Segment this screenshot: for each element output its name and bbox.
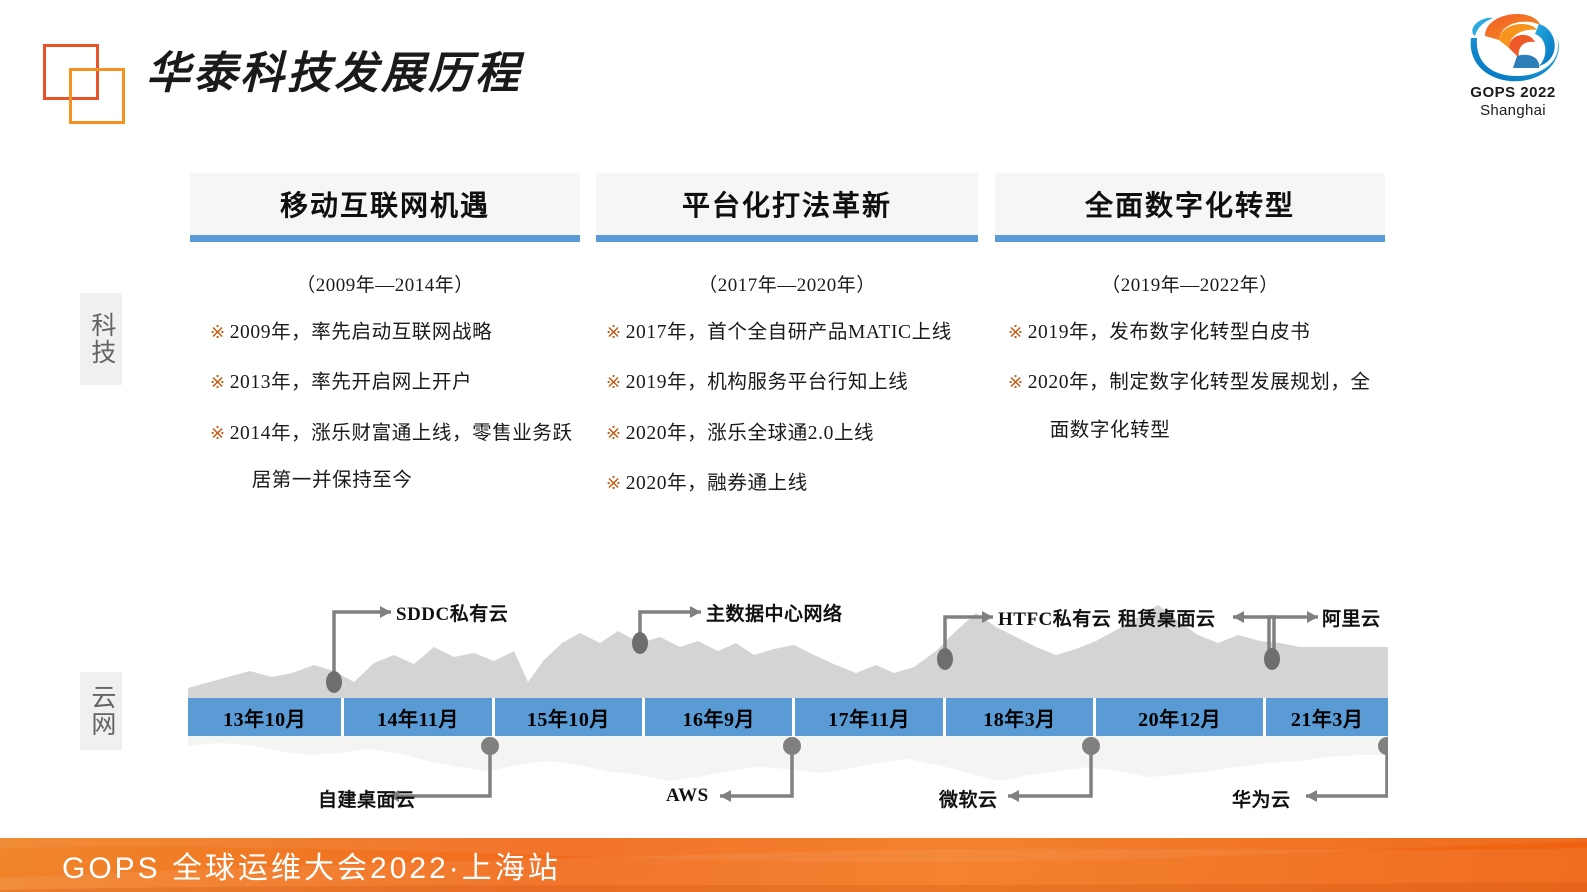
column-title: 移动互联网机遇 <box>190 173 580 235</box>
bullet-mark-icon: ※ <box>606 322 622 342</box>
annotation-azure: 微软云 <box>939 790 998 811</box>
bullet-mark-icon: ※ <box>1008 372 1024 393</box>
bullet-mark-icon: ※ <box>210 422 226 443</box>
timeline-bar[interactable]: 15年10月 <box>494 698 646 736</box>
annotation-aliyun: 阿里云 <box>1322 609 1381 630</box>
column-period: （2017年—2020年） <box>698 275 876 296</box>
footer-bar: GOPS 全球运维大会2022·上海站 <box>0 838 1587 892</box>
row-label-cloud-text: 云网 <box>87 684 115 738</box>
column-digital-transformation: 全面数字化转型 （2019年—2022年） ※ 2019年，发布数字化转型白皮书… <box>995 173 1385 467</box>
annotation-aws: AWS <box>666 785 709 806</box>
footer-wave-decoration <box>0 838 1587 892</box>
column-period: （2009年—2014年） <box>296 275 474 296</box>
row-label-cloud: 云网 <box>80 672 122 750</box>
connector-lease-and-aliyun <box>1233 611 1318 670</box>
timeline-bar[interactable]: 18年3月 <box>945 698 1097 736</box>
bullet-mark-icon: ※ <box>606 422 622 443</box>
list-item: ※ 2020年，制定数字化转型发展规划，全 面数字化转型 <box>1008 369 1385 445</box>
gops-logo: GOPS 2022 Shanghai <box>1451 4 1575 122</box>
annotation-main-dc: 主数据中心网络 <box>706 604 843 625</box>
overlapping-squares-icon <box>43 44 125 124</box>
page-title: 华泰科技发展历程 <box>146 49 522 98</box>
column-platform-innovation: 平台化打法革新 （2017年—2020年） ※ 2017年，首个全自研产品MAT… <box>596 173 978 520</box>
column-accent-rule <box>190 235 580 242</box>
row-label-tech-text: 科技 <box>87 312 115 366</box>
footer-text: GOPS 全球运维大会2022·上海站 <box>62 852 561 885</box>
annotation-htfc: HTFC私有云 <box>998 609 1112 630</box>
bullet-text: 2020年，涨乐全球通2.0上线 <box>625 422 875 444</box>
timeline-bar[interactable]: 13年10月 <box>188 698 345 736</box>
row-label-tech: 科技 <box>80 293 122 385</box>
connector-htfc <box>937 611 993 670</box>
annotation-lease-desktop: 租赁桌面云 <box>1118 609 1216 630</box>
list-item: ※ 2017年，首个全自研产品MATIC上线 <box>606 319 978 347</box>
bullet-text: 2009年，率先启动互联网战略 <box>229 322 493 343</box>
timeline-bar[interactable]: 21年3月 <box>1266 698 1388 736</box>
bullet-mark-icon: ※ <box>210 372 226 393</box>
bullet-mark-icon: ※ <box>1008 322 1024 342</box>
gops-swirl-icon <box>1470 13 1559 82</box>
connector-selfbuilt-desktop <box>388 737 499 802</box>
gops-logo-line2: Shanghai <box>1480 102 1546 119</box>
square-orange-icon <box>69 68 125 124</box>
bullet-mark-icon: ※ <box>606 372 622 393</box>
list-item: ※ 2014年，涨乐财富通上线，零售业务跃 居第一并保持至今 <box>210 420 580 496</box>
cloud-timeline-chart: 13年10月 14年11月 15年10月 16年9月 17年11月 18年3月 … <box>188 585 1388 815</box>
mountain-area-upper <box>188 605 1388 698</box>
bullet-text: 2020年，融券通上线 <box>625 472 808 494</box>
bullet-text: 2013年，率先开启网上开户 <box>229 372 473 394</box>
timeline-bar-track: 13年10月 14年11月 15年10月 16年9月 17年11月 18年3月 … <box>188 698 1388 736</box>
bullet-text: 2019年，发布数字化转型白皮书 <box>1027 322 1311 343</box>
annotation-huawei: 华为云 <box>1232 790 1291 811</box>
column-bullet-list: ※ 2017年，首个全自研产品MATIC上线 ※ 2019年，机构服务平台行知上… <box>596 319 978 498</box>
connector-main-dc <box>632 606 701 654</box>
bullet-text: 2014年，涨乐财富通上线，零售业务跃 <box>229 422 573 444</box>
list-item: ※ 2013年，率先开启网上开户 <box>210 369 580 397</box>
column-mobile-internet: 移动互联网机遇 （2009年—2014年） ※ 2009年，率先启动互联网战略 … <box>190 173 580 517</box>
connector-huawei <box>1306 737 1388 802</box>
list-item: ※ 2009年，率先启动互联网战略 <box>210 319 580 347</box>
annotation-sddc: SDDC私有云 <box>396 604 509 625</box>
bullet-mark-icon: ※ <box>606 472 622 493</box>
bullet-text-line2: 居第一并保持至今 <box>251 469 413 491</box>
timeline-graphics <box>188 605 1388 802</box>
column-title: 全面数字化转型 <box>995 173 1385 235</box>
timeline-bar[interactable]: 17年11月 <box>795 698 946 736</box>
bullet-text: 2020年，制定数字化转型发展规划，全 <box>1027 372 1371 394</box>
timeline-bar[interactable]: 16年9月 <box>645 698 796 736</box>
column-title: 平台化打法革新 <box>596 173 978 235</box>
column-bullet-list: ※ 2019年，发布数字化转型白皮书 ※ 2020年，制定数字化转型发展规划，全… <box>995 319 1385 445</box>
timeline-bar[interactable]: 20年12月 <box>1096 698 1267 736</box>
annotation-selfbuilt-desktop: 自建桌面云 <box>318 790 416 811</box>
list-item: ※ 2020年，融券通上线 <box>606 470 978 498</box>
list-item: ※ 2019年，发布数字化转型白皮书 <box>1008 319 1385 347</box>
connector-azure <box>1008 737 1100 802</box>
column-accent-rule <box>995 235 1385 242</box>
list-item: ※ 2019年，机构服务平台行知上线 <box>606 369 978 397</box>
column-bullet-list: ※ 2009年，率先启动互联网战略 ※ 2013年，率先开启网上开户 ※ 201… <box>190 319 580 495</box>
connector-aws <box>720 737 801 802</box>
bullet-text-line2: 面数字化转型 <box>1049 419 1171 441</box>
column-period: （2019年—2022年） <box>1101 275 1279 296</box>
bullet-text: 2017年，首个全自研产品MATIC上线 <box>625 322 952 343</box>
timeline-bar[interactable]: 14年11月 <box>344 698 495 736</box>
bullet-text: 2019年，机构服务平台行知上线 <box>625 372 909 394</box>
column-accent-rule <box>596 235 978 242</box>
list-item: ※ 2020年，涨乐全球通2.0上线 <box>606 420 978 448</box>
bullet-mark-icon: ※ <box>210 322 226 342</box>
gops-logo-line1: GOPS 2022 <box>1470 84 1556 101</box>
connector-sddc <box>326 606 391 693</box>
